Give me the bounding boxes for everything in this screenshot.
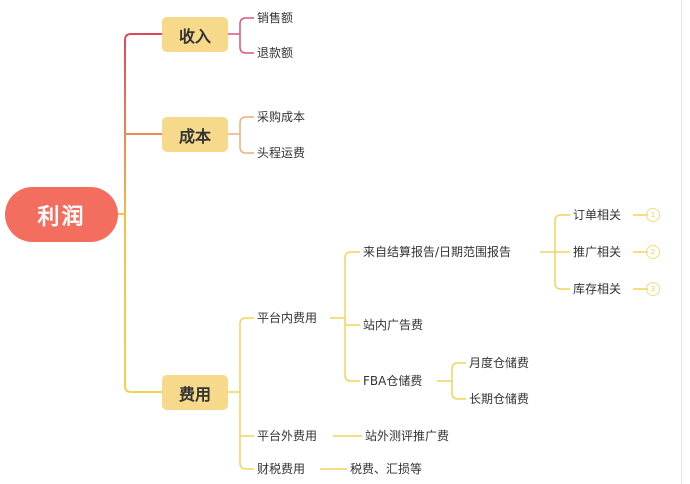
node-onsite-ads[interactable]: 站内广告费	[362, 318, 425, 332]
node-monthly-storage[interactable]: 月度仓储费	[468, 356, 531, 370]
node-refunds[interactable]: 退款额	[256, 46, 295, 60]
root-node-profit[interactable]: 利润	[5, 187, 118, 242]
node-promotion-related[interactable]: 推广相关	[572, 245, 623, 259]
node-purchase-cost[interactable]: 采购成本	[256, 110, 307, 124]
badge-icon-1: 1	[646, 208, 660, 222]
node-income[interactable]: 收入	[162, 17, 228, 52]
node-long-term-storage[interactable]: 长期仓储费	[468, 392, 531, 406]
node-expense[interactable]: 费用	[162, 375, 228, 410]
node-platform-internal[interactable]: 平台内费用	[256, 311, 319, 325]
node-tax-exchange-loss[interactable]: 税费、汇损等	[349, 462, 424, 476]
badge-icon-2: 2	[646, 245, 660, 259]
node-platform-external[interactable]: 平台外费用	[256, 429, 319, 443]
node-offsite-promotion[interactable]: 站外测评推广费	[364, 429, 451, 443]
badge-icon-3: 3	[646, 282, 660, 296]
node-first-leg-freight[interactable]: 头程运费	[256, 146, 307, 160]
node-order-related[interactable]: 订单相关	[572, 208, 623, 222]
node-fba-storage[interactable]: FBA仓储费	[362, 374, 424, 388]
node-settlement-report[interactable]: 来自结算报告/日期范围报告	[362, 245, 513, 259]
node-cost[interactable]: 成本	[162, 117, 228, 152]
node-inventory-related[interactable]: 库存相关	[572, 282, 623, 296]
right-border	[681, 0, 682, 484]
node-sales[interactable]: 销售额	[256, 11, 295, 25]
node-tax-fees[interactable]: 财税费用	[256, 462, 307, 476]
